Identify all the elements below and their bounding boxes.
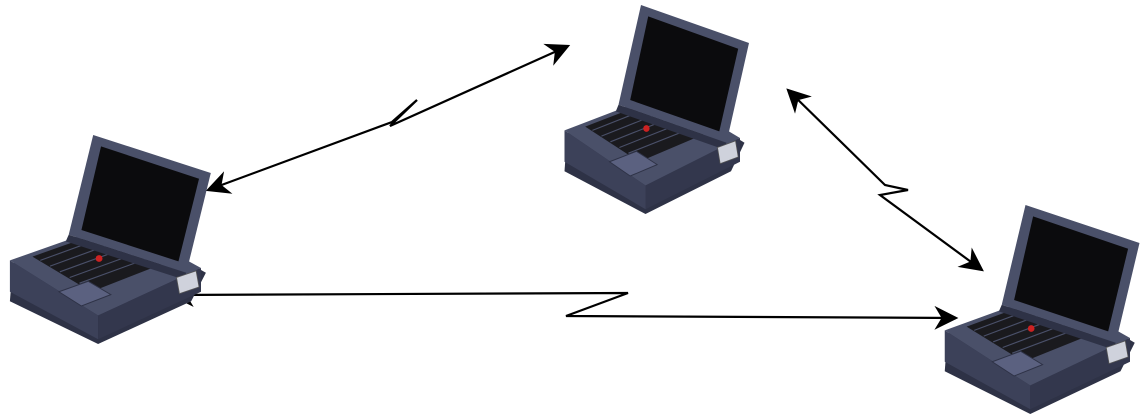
- wireless-link-left-right: [172, 293, 956, 318]
- laptop-top: [565, 5, 750, 214]
- laptop-icon: [10, 135, 211, 344]
- wireless-link-left-top: [208, 46, 568, 190]
- laptop-right: [945, 205, 1140, 414]
- wireless-link-top-right: [788, 90, 982, 270]
- laptop-icon: [945, 205, 1140, 414]
- laptop-left: [10, 135, 211, 344]
- laptop-icon: [565, 5, 750, 214]
